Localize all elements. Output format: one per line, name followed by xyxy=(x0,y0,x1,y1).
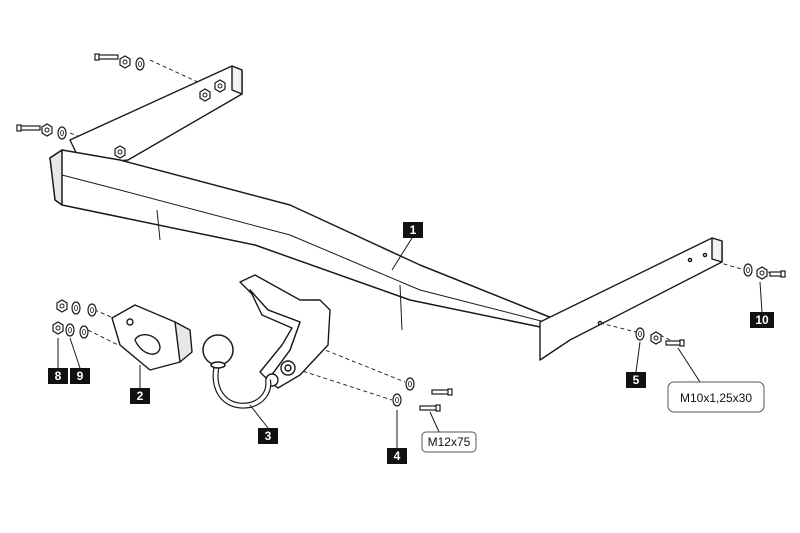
svg-text:1: 1 xyxy=(410,223,417,237)
part-label-4: 4 xyxy=(387,448,407,464)
leader-lines xyxy=(57,237,763,448)
left-side-bracket xyxy=(69,65,243,166)
part-label-1: 1 xyxy=(403,222,423,238)
mid-left-bolt-set xyxy=(16,123,67,140)
part-label-10: 10 xyxy=(750,312,774,328)
svg-text:9: 9 xyxy=(77,369,84,383)
right-bolt-set xyxy=(635,263,786,347)
part-label-5: 5 xyxy=(626,372,646,388)
svg-text:M10x1,25x30: M10x1,25x30 xyxy=(680,391,752,405)
part-label-3: 3 xyxy=(258,428,278,444)
svg-text:10: 10 xyxy=(755,313,769,327)
svg-text:3: 3 xyxy=(265,429,272,443)
svg-text:M12x75: M12x75 xyxy=(428,435,471,449)
svg-text:5: 5 xyxy=(633,373,640,387)
part-label-8: 8 xyxy=(48,368,68,384)
part-label-2: 2 xyxy=(130,388,150,404)
ball-neck-bracket xyxy=(239,274,331,389)
svg-text:8: 8 xyxy=(55,369,62,383)
socket-plate xyxy=(111,304,193,371)
part-label-9: 9 xyxy=(70,368,90,384)
left-nut-washer-stack xyxy=(52,299,97,339)
top-left-bolt-set xyxy=(94,53,145,71)
spec-label-m12x75: M12x75 xyxy=(421,431,477,453)
svg-text:4: 4 xyxy=(394,449,401,463)
spec-label-m10x1-25x30: M10x1,25x30 xyxy=(667,381,765,413)
tow-ball xyxy=(202,334,272,409)
center-bolt-set xyxy=(392,377,453,412)
right-side-bracket xyxy=(539,237,723,361)
svg-text:2: 2 xyxy=(137,389,144,403)
